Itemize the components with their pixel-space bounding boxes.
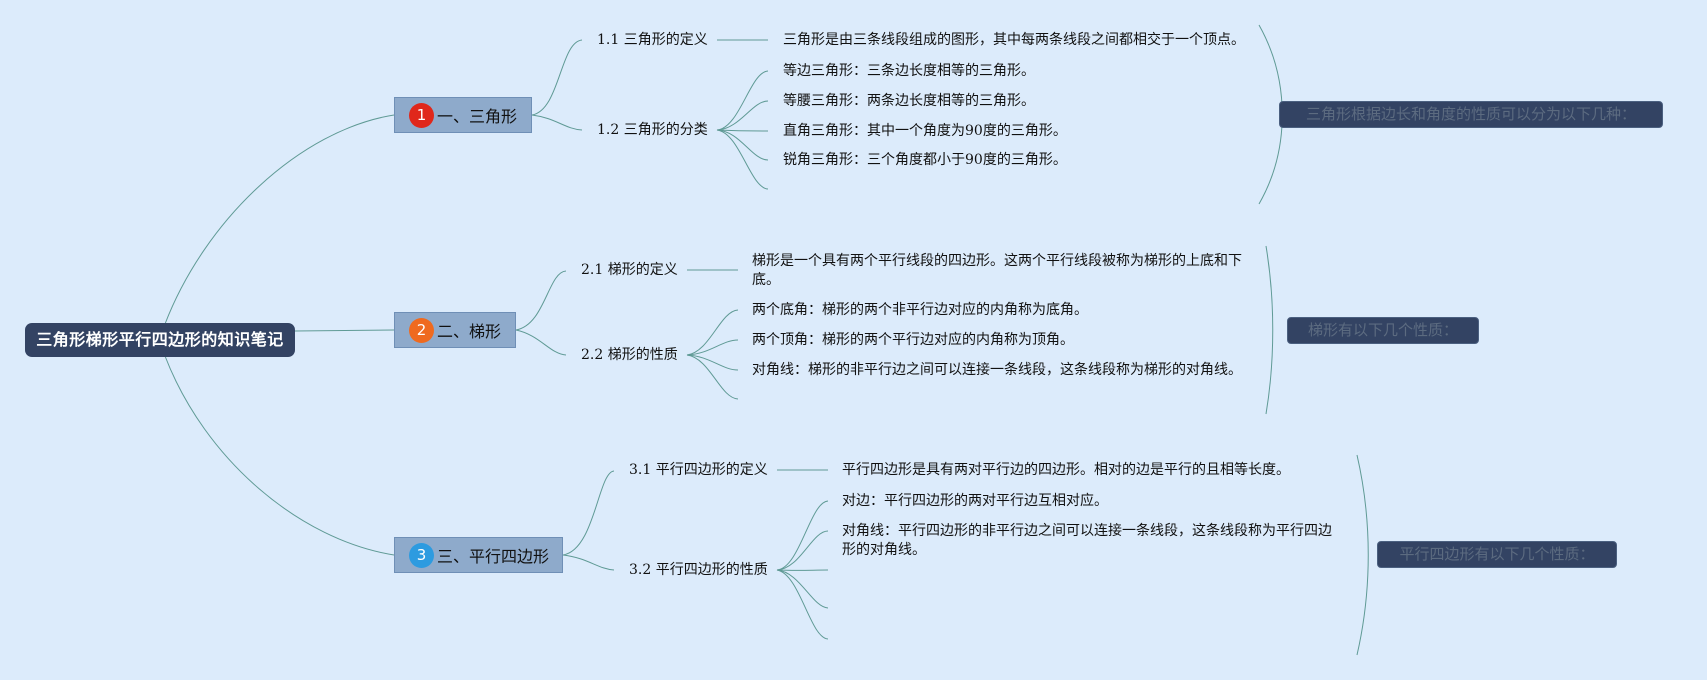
leaf-1-1-1[interactable]: 三角形是由三条线段组成的图形，其中每两条线段之间都相交于一个顶点。 [783,32,1245,48]
summary-3[interactable]: 平行四边形有以下几个性质： [1377,541,1617,568]
leaf-1-2-2[interactable]: 等腰三角形：两条边长度相等的三角形。 [783,93,1035,109]
subtopic-3-1[interactable]: 3.1 平行四边形的定义 [629,462,768,478]
number-3-badge: 3 [409,542,434,568]
leaf-3-2-2[interactable]: 对角线：平行四边形的非平行边之间可以连接一条线段，这条线段称为平行四边形的对角线… [842,523,1332,558]
leaf-3-2-1[interactable]: 对边：平行四边形的两对平行边互相对应。 [842,493,1108,509]
branch-3-label: 三、平行四边形 [437,547,550,566]
branch-2-topic[interactable]: 2 二、梯形 [394,312,516,348]
leaf-1-2-4[interactable]: 锐角三角形：三个角度都小于90度的三角形。 [783,152,1067,168]
number-1-badge: 1 [409,102,434,128]
summary-2[interactable]: 梯形有以下几个性质： [1287,317,1479,344]
subtopic-2-1[interactable]: 2.1 梯形的定义 [581,262,678,278]
branch-3-topic[interactable]: 3 三、平行四边形 [394,537,563,573]
leaf-1-2-3[interactable]: 直角三角形：其中一个角度为90度的三角形。 [783,123,1067,139]
branch-1-topic[interactable]: 1 一、三角形 [394,97,532,133]
subtopic-1-1[interactable]: 1.1 三角形的定义 [597,32,708,48]
subtopic-2-2[interactable]: 2.2 梯形的性质 [581,347,678,363]
branch-2-label: 二、梯形 [437,322,502,341]
leaf-2-2-3[interactable]: 对角线：梯形的非平行边之间可以连接一条线段，这条线段称为梯形的对角线。 [752,362,1242,378]
subtopic-3-2[interactable]: 3.2 平行四边形的性质 [629,562,768,578]
leaf-3-1-1[interactable]: 平行四边形是具有两对平行边的四边形。相对的边是平行的且相等长度。 [842,462,1290,478]
branch-1-label: 一、三角形 [437,107,518,126]
summary-1[interactable]: 三角形根据边长和角度的性质可以分为以下几种： [1279,101,1663,128]
leaf-2-1-1[interactable]: 梯形是一个具有两个平行线段的四边形。这两个平行线段被称为梯形的上底和下底。 [752,253,1242,288]
subtopic-1-2[interactable]: 1.2 三角形的分类 [597,122,708,138]
leaf-2-2-1[interactable]: 两个底角：梯形的两个非平行边对应的内角称为底角。 [752,302,1088,318]
root-topic[interactable]: 三角形梯形平行四边形的知识笔记 [25,323,295,357]
leaf-1-2-1[interactable]: 等边三角形：三条边长度相等的三角形。 [783,63,1035,79]
leaf-2-2-2[interactable]: 两个顶角：梯形的两个平行边对应的内角称为顶角。 [752,332,1074,348]
number-2-badge: 2 [409,317,434,343]
